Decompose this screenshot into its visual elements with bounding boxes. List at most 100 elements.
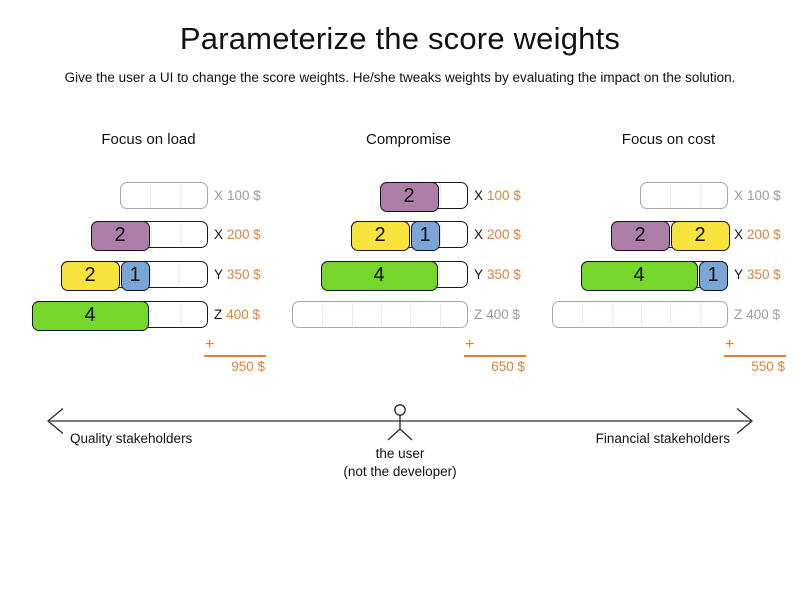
row-letter: Z: [734, 307, 743, 322]
bar-cell-divider: [151, 223, 152, 246]
plus-sign: +: [465, 336, 475, 353]
total-amount: 550 $: [751, 359, 785, 374]
arrowhead-left-icon: [46, 408, 64, 434]
page-subtitle: Give the user a UI to change the score w…: [64, 70, 736, 85]
weight-block-purple: 2: [90, 220, 150, 251]
row-price: 400 $: [486, 307, 521, 322]
column-total: +550 $: [724, 336, 786, 378]
column-total: +950 $: [204, 336, 266, 378]
weight-block-yellow: 2: [670, 220, 730, 251]
sum-line: [724, 355, 786, 357]
page-title: Parameterize the score weights: [179, 21, 621, 56]
axis-label-quality-stakeholders: Quality stakeholders: [70, 431, 193, 446]
row-letter: X: [214, 188, 224, 203]
row-price: 350 $: [487, 267, 521, 282]
weight-blocks: 2: [90, 220, 150, 251]
bar-cell-divider: [180, 223, 181, 246]
plus-sign: +: [205, 336, 215, 353]
row-letter: X: [474, 227, 484, 242]
weight-bar: [640, 182, 728, 209]
bar-cell-divider: [322, 303, 323, 326]
row-letter: Y: [474, 267, 484, 282]
bar-cell-divider: [150, 184, 151, 207]
row-price: 200 $: [487, 227, 521, 242]
weight-bar: [120, 182, 208, 209]
weight-block-yellow: 2: [60, 260, 120, 291]
bar-cell-divider: [670, 184, 671, 207]
bar-cell-divider: [439, 263, 440, 286]
axis-label-financial-stakeholders: Financial stakeholders: [595, 431, 730, 446]
weight-bar: [292, 301, 468, 328]
weight-blocks: 4: [31, 300, 149, 331]
row-letter: Z: [474, 307, 483, 322]
bar-cell-divider: [352, 303, 353, 326]
row-letter: Y: [214, 267, 224, 282]
column-title: Focus on load: [101, 131, 196, 148]
row-letter: Z: [214, 307, 223, 322]
bar-cell-divider: [180, 303, 181, 326]
bar-cell-divider: [180, 184, 181, 207]
plus-sign: +: [725, 336, 735, 353]
sum-line: [204, 355, 266, 357]
bar-cell-divider: [440, 184, 441, 207]
bar-cell-divider: [700, 184, 701, 207]
bar-cell-divider: [179, 263, 180, 286]
bar-cell-divider: [670, 303, 671, 326]
row-letter: X: [734, 227, 744, 242]
bar-cell-divider: [582, 303, 583, 326]
weight-block-purple: 2: [610, 220, 670, 251]
bar-cell-divider: [150, 263, 151, 286]
weight-block-yellow: 2: [350, 220, 410, 251]
weight-block-purple: 2: [379, 181, 439, 212]
total-amount: 950 $: [231, 359, 265, 374]
row-letter: X: [214, 227, 224, 242]
bar-cell-divider: [700, 303, 701, 326]
column-total: +650 $: [464, 336, 526, 378]
weight-bar: [552, 301, 728, 328]
row-price: 100 $: [487, 188, 521, 203]
bar-cell-divider: [440, 223, 441, 246]
user-label: the user: [375, 446, 425, 461]
bar-cell-divider: [150, 303, 151, 326]
weight-block-blue: 1: [120, 260, 150, 291]
weight-blocks: 4: [320, 260, 438, 291]
bar-cell-divider: [410, 303, 411, 326]
weight-block-green: 4: [31, 300, 149, 331]
bar-cell-divider: [381, 303, 382, 326]
weight-blocks: 2: [379, 181, 439, 212]
row-price: 350 $: [227, 267, 261, 282]
row-price: 400 $: [226, 307, 261, 322]
row-price: 200 $: [227, 227, 261, 242]
stakeholder-axis: [46, 404, 754, 441]
